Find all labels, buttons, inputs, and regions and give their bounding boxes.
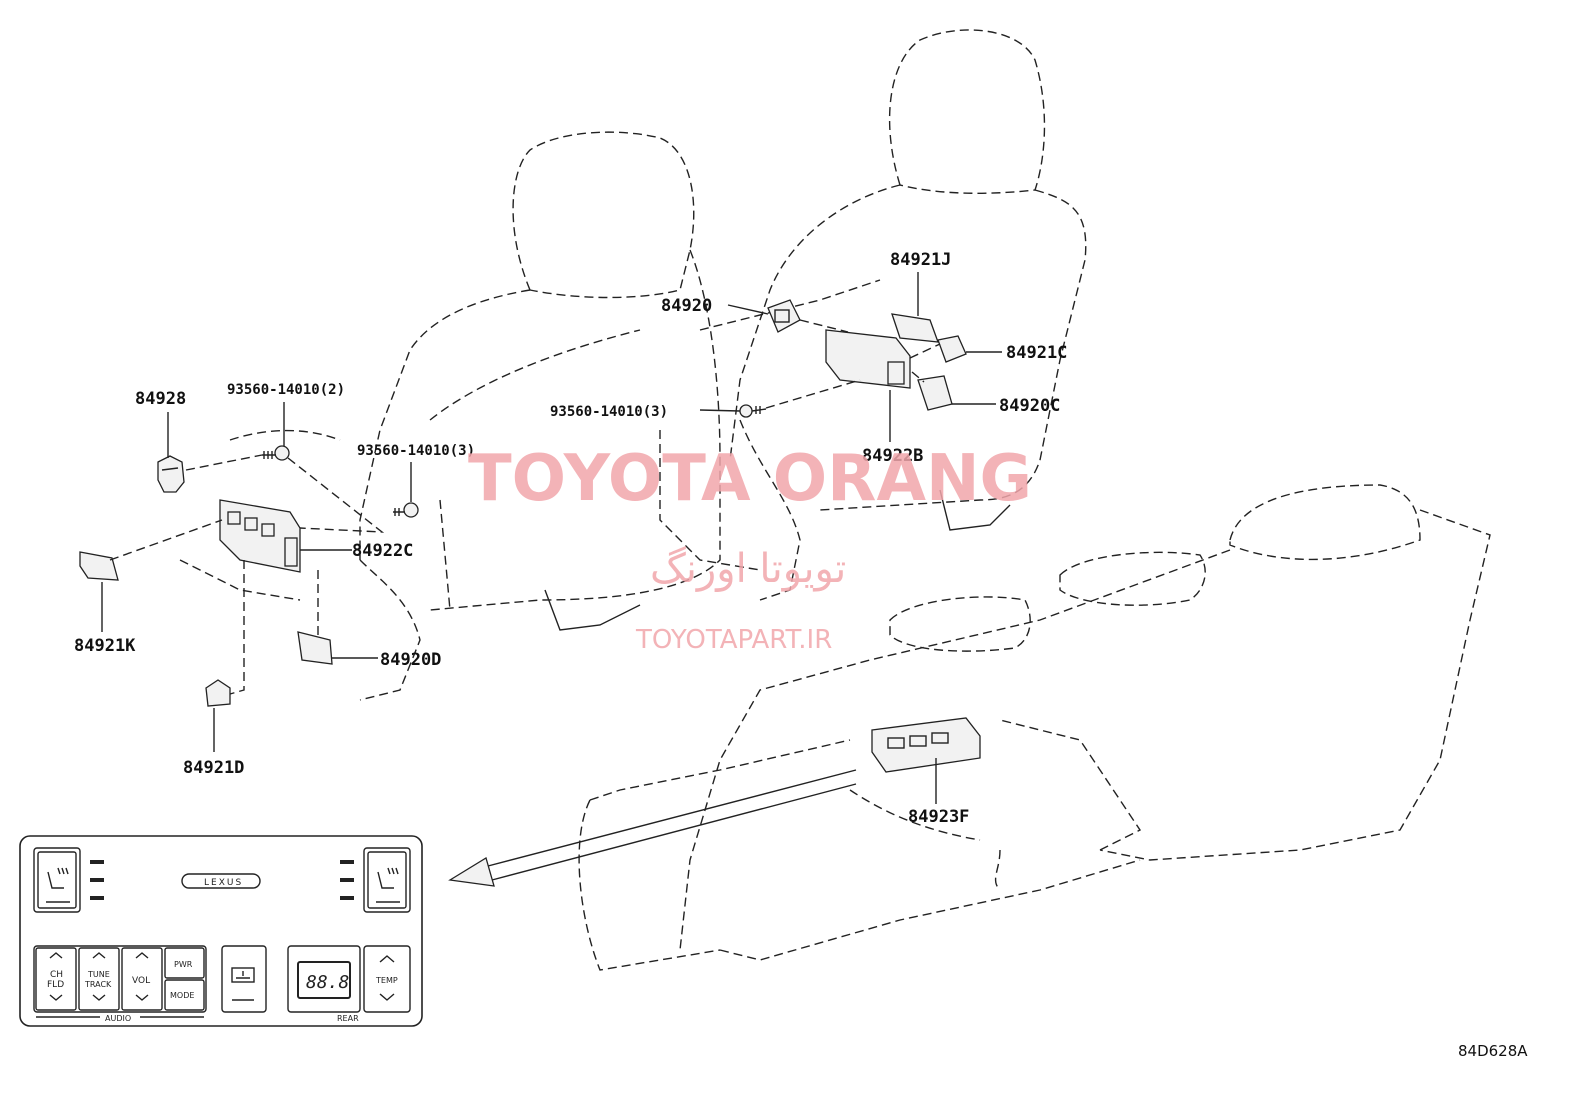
part-84928-knob bbox=[157, 455, 185, 493]
svg-text:FLD: FLD bbox=[47, 980, 64, 990]
label-84921J: 84921J bbox=[890, 250, 951, 270]
rear-temperature-display: 88.8 REAR bbox=[287, 945, 361, 1023]
watermark: TOYOTA ORANG تویوتا اورنگ TOYOTAPART.IR bbox=[468, 442, 1032, 655]
label-84923F: 84923F bbox=[908, 807, 969, 827]
part-84921D-cap bbox=[205, 679, 231, 707]
chevron-up-icon bbox=[379, 955, 395, 963]
defrost-icon bbox=[236, 971, 250, 979]
seat-heater-icon bbox=[47, 867, 69, 889]
label-84922C: 84922C bbox=[352, 541, 413, 561]
part-84922B-module bbox=[825, 329, 911, 389]
label-93560-14010-3-middle: 93560-14010(3) bbox=[550, 404, 668, 420]
lexus-logo: LEXUS bbox=[181, 873, 261, 889]
right-seat-heater-button bbox=[363, 847, 411, 913]
svg-text:TRACK: TRACK bbox=[84, 980, 112, 989]
part-labels: 84928 93560-14010(2) 93560-14010(3) 8492… bbox=[74, 250, 1067, 827]
leader-lines bbox=[101, 272, 1002, 804]
label-84920: 84920 bbox=[661, 296, 712, 316]
left-front-seat bbox=[179, 131, 721, 701]
display-readout: 88.8 bbox=[306, 972, 349, 993]
rear-seat bbox=[578, 484, 1491, 971]
temp-button: TEMP bbox=[363, 945, 411, 1013]
seat-heater-icon bbox=[377, 867, 399, 889]
part-84921J-cover bbox=[891, 313, 939, 343]
left-heat-level-indicators bbox=[90, 860, 104, 900]
right-front-seat bbox=[659, 29, 1087, 601]
label-84920C: 84920C bbox=[999, 396, 1060, 416]
panel-pointer-arrow bbox=[448, 769, 857, 887]
svg-text:TEMP: TEMP bbox=[375, 976, 398, 985]
part-84920-switch bbox=[767, 299, 801, 333]
label-93560-14010-3-left: 93560-14010(3) bbox=[357, 443, 475, 459]
bolt-93560-middle bbox=[739, 404, 767, 418]
svg-text:TUNE: TUNE bbox=[87, 970, 110, 979]
label-84920D: 84920D bbox=[380, 650, 441, 670]
label-93560-14010-2: 93560-14010(2) bbox=[227, 382, 345, 398]
label-84922B: 84922B bbox=[862, 446, 923, 466]
audio-button-group: CH FLD TUNE TRACK VOL PWR MODE AUDIO bbox=[33, 945, 207, 1023]
right-heat-level-indicators bbox=[340, 860, 354, 900]
rear-caption: REAR bbox=[337, 1014, 359, 1023]
chevron-up-icon bbox=[92, 952, 106, 959]
chevron-down-icon bbox=[92, 994, 106, 1001]
svg-text:VOL: VOL bbox=[132, 976, 150, 986]
label-84928: 84928 bbox=[135, 389, 186, 409]
watermark-line1: TOYOTA ORANG bbox=[468, 442, 1032, 516]
chevron-up-icon bbox=[135, 952, 149, 959]
bolt-93560-left-upper bbox=[262, 445, 290, 461]
chevron-down-icon bbox=[49, 994, 63, 1001]
label-84921K: 84921K bbox=[74, 636, 136, 656]
svg-text:CH: CH bbox=[50, 970, 63, 980]
diagram-code: 84D628A bbox=[1458, 1042, 1528, 1060]
part-84923F-rear-switch bbox=[871, 717, 981, 773]
part-84922C-switch-base bbox=[219, 499, 301, 573]
chevron-down-icon bbox=[135, 994, 149, 1001]
bolt-93560-left-lower bbox=[393, 502, 419, 518]
chevron-up-icon bbox=[49, 952, 63, 959]
rear-climate-button bbox=[221, 945, 267, 1013]
rear-control-panel: LEXUS CH FLD TUNE TR bbox=[19, 835, 423, 1027]
svg-text:PWR: PWR bbox=[174, 960, 193, 969]
part-84920D-connector bbox=[297, 631, 333, 665]
logo-text: LEXUS bbox=[204, 878, 243, 888]
watermark-line2: تویوتا اورنگ bbox=[650, 546, 846, 592]
label-84921C: 84921C bbox=[1006, 343, 1067, 363]
part-84921C-cap bbox=[937, 335, 967, 363]
svg-text:MODE: MODE bbox=[170, 991, 194, 1000]
part-84921K-cover bbox=[79, 551, 119, 581]
chevron-down-icon bbox=[379, 993, 395, 1001]
label-84921D: 84921D bbox=[183, 758, 244, 778]
audio-caption: AUDIO bbox=[105, 1014, 131, 1023]
left-seat-heater-button bbox=[33, 847, 81, 913]
watermark-line3: TOYOTAPART.IR bbox=[635, 625, 832, 655]
